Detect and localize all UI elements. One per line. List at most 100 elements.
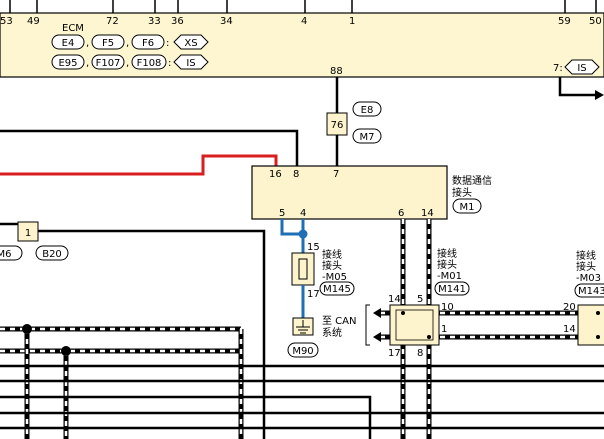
splice-point xyxy=(596,335,600,339)
ecm-pin-72: 72 xyxy=(106,16,119,27)
data-link-pin-8: 8 xyxy=(293,169,299,180)
joint-m01-tag: M141 xyxy=(438,284,466,295)
joint-m01-label-line1: 接线 xyxy=(437,247,457,260)
ecm-pin-7-wire xyxy=(558,77,596,97)
connector-76-tag-bottom: M7 xyxy=(360,132,375,143)
joint-m03-label-line2: 接头 xyxy=(576,260,596,273)
joint-m01-inner xyxy=(395,309,434,341)
ecm-pin-4: 4 xyxy=(301,16,307,27)
joint-m05-pin-17: 17 xyxy=(307,289,320,300)
ecm-pin-7-tag: IS xyxy=(577,63,586,74)
data-link-pin-16: 16 xyxy=(269,169,282,180)
joint-m03-pin-14: 14 xyxy=(563,324,576,335)
ecm-tag-f5: F5 xyxy=(102,38,114,49)
ecm-title: ECM xyxy=(62,23,84,34)
connector-1-tag-right-pill xyxy=(35,245,69,261)
wire-datalink-pin-8 xyxy=(0,129,299,166)
connector-76-tag-top: E8 xyxy=(361,105,374,116)
ecm-pin-34: 34 xyxy=(220,16,233,27)
splice-point xyxy=(401,311,405,315)
ecm-pin-49: 49 xyxy=(27,16,40,27)
ecm-pin-7-tag-hex xyxy=(564,59,600,75)
joint-m01-pin-8: 8 xyxy=(417,348,423,359)
connector-76-number: 76 xyxy=(331,120,344,131)
ecm-pin-88: 88 xyxy=(330,66,343,77)
ecm-tag-sep: , xyxy=(86,58,89,69)
splice-point xyxy=(427,335,431,339)
ecm-tag-f6: F6 xyxy=(142,38,154,49)
joint-m03-label-line3: -M03 xyxy=(576,273,601,284)
joint-m01-pin-10: 10 xyxy=(441,302,454,313)
ecm-tag-sep: , xyxy=(126,38,129,49)
ecm-module[interactable]: 53 49 72 33 36 34 4 1 59 50 ECM E4 , F5 … xyxy=(0,0,604,78)
ecm-tag-sep: : xyxy=(168,58,171,69)
joint-m03-tag-pill xyxy=(574,283,604,298)
ecm-tag-f5-pill xyxy=(91,34,125,50)
joint-m03-tag: M143 xyxy=(578,286,604,297)
joint-m03-connector[interactable] xyxy=(577,304,604,346)
data-link-pin-4: 4 xyxy=(300,208,306,219)
wire-datalink-pin-16-red xyxy=(0,154,278,176)
ground-icon xyxy=(296,320,310,334)
splice-point xyxy=(596,311,600,315)
ecm-tag-f108-pill xyxy=(131,54,167,70)
arrow-left-icon xyxy=(373,332,381,342)
joint-m01-tag-pill xyxy=(434,281,470,296)
connector-1-tag-left: M6 xyxy=(0,249,12,260)
ecm-tag-f107-pill xyxy=(91,54,125,70)
data-link-tag: M1 xyxy=(460,202,475,213)
ecm-tag-xs: XS xyxy=(184,38,197,49)
ecm-tag-is: IS xyxy=(186,58,195,69)
joint-m03-label-line1: 接线 xyxy=(576,249,596,262)
joint-m05-tag: M145 xyxy=(323,284,351,295)
data-link-body xyxy=(251,165,448,220)
can-ground-tag-pill xyxy=(287,342,319,358)
ecm-tag-sep: , xyxy=(86,38,89,49)
data-link-pin-5: 5 xyxy=(279,208,285,219)
connector-76-tag-top-pill xyxy=(352,101,382,117)
ecm-tag-f6-pill xyxy=(131,34,165,50)
connector-76-tag-bottom-pill xyxy=(352,128,382,144)
can-ground-tag: M90 xyxy=(292,346,313,357)
arrow-left-icon xyxy=(373,308,381,318)
ecm-tag-f107: F107 xyxy=(96,58,121,69)
can-bus-bracket xyxy=(365,304,370,346)
splice-point xyxy=(22,324,32,334)
ecm-pin-33: 33 xyxy=(148,16,161,27)
ecm-top-pin-ticks xyxy=(9,0,597,13)
joint-m01-connector[interactable] xyxy=(389,304,440,346)
joint-m01-pin-5: 5 xyxy=(417,294,423,305)
ecm-pin-59: 59 xyxy=(558,16,571,27)
lower-left-wiring xyxy=(0,222,604,439)
ecm-tag-sep: : xyxy=(166,38,169,49)
ecm-tag-is-hex xyxy=(173,54,209,70)
data-link-pin-7: 7 xyxy=(333,169,339,180)
wire-can-pin-5-blue xyxy=(280,219,303,236)
data-link-tag-pill xyxy=(452,198,482,214)
data-link-label-line1: 数据通信 xyxy=(452,174,492,187)
joint-m01-label-line2: 接头 xyxy=(437,258,457,271)
joint-m03-pin-20: 20 xyxy=(563,302,576,313)
joint-m01-label-line3: -M01 xyxy=(437,271,462,282)
ecm-pin-1: 1 xyxy=(349,16,355,27)
joint-m05-label-line1: 接线 xyxy=(322,248,342,261)
ecm-tag-e4-pill xyxy=(51,34,85,50)
can-ground-label-line2: 系统 xyxy=(322,326,342,339)
joint-m01-pin-17: 17 xyxy=(388,348,401,359)
joint-m05-pin-15: 15 xyxy=(307,242,320,253)
connector-1-tag-left-pill xyxy=(0,245,23,261)
connector-1-number: 1 xyxy=(25,228,31,239)
ecm-tag-xs-hex xyxy=(173,34,209,50)
ecm-tag-e95: E95 xyxy=(58,58,77,69)
data-link-connector[interactable]: 16 8 7 5 4 6 14 xyxy=(251,165,448,220)
ecm-tag-e4: E4 xyxy=(62,38,75,49)
joint-m05-label-line3: -M05 xyxy=(322,272,347,283)
can-ground-label-line1: 至 CAN xyxy=(322,315,356,327)
ecm-pin-53: 53 xyxy=(0,16,13,27)
connector-1-tag-right: B20 xyxy=(42,249,62,260)
joint-m05-connector[interactable] xyxy=(291,252,315,286)
splice-point xyxy=(61,346,71,356)
ecm-tag-f108: F108 xyxy=(137,58,162,69)
data-link-label-line2: 接头 xyxy=(452,186,472,199)
